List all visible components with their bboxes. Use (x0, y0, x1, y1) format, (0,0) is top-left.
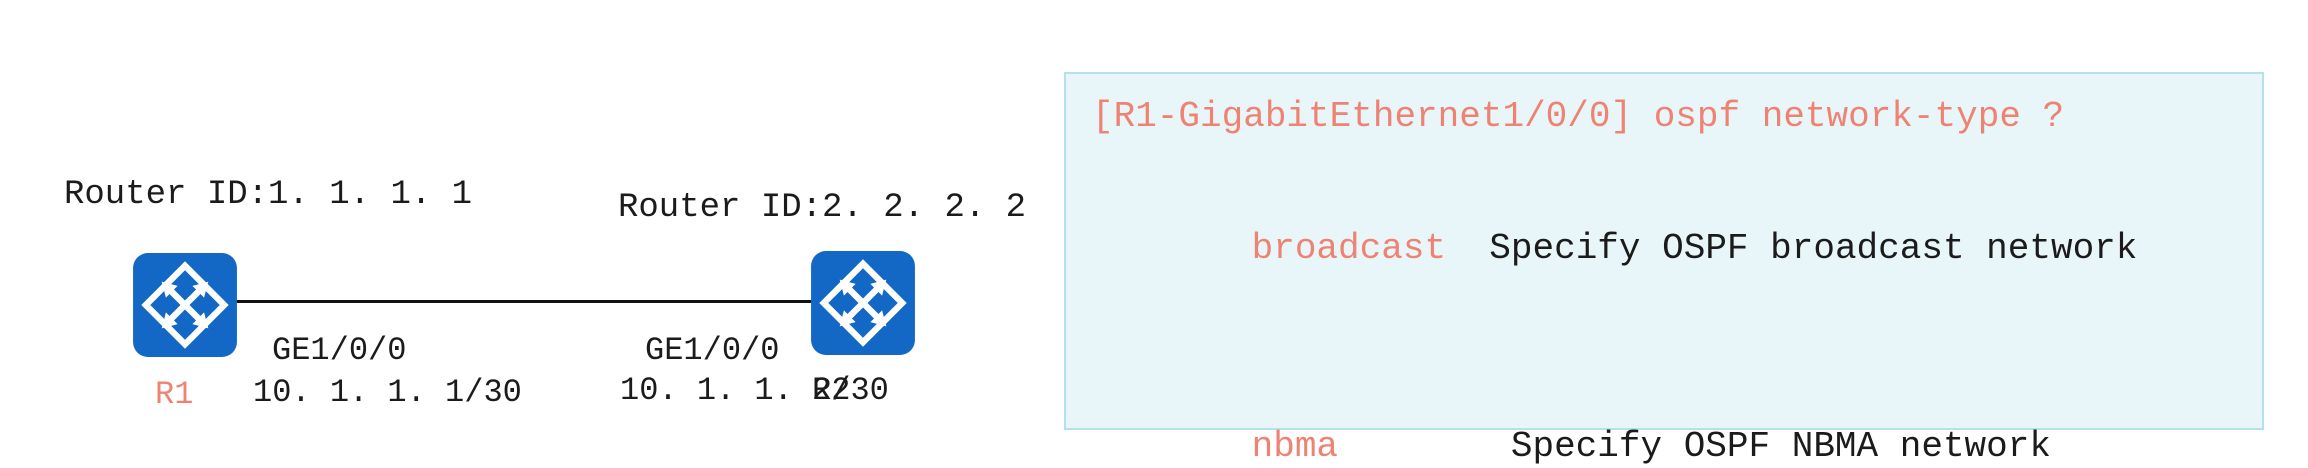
router-icon (811, 251, 915, 355)
router1-id-label: Router ID:1. 1. 1. 1 (64, 176, 473, 214)
console-panel: [R1-GigabitEthernet1/0/0] ospf network-t… (1064, 72, 2264, 467)
option-description: Specify OSPF NBMA network (1510, 426, 2051, 467)
console-option-row: nbma Specify OSPF NBMA network (1092, 348, 2262, 468)
option-keyword: broadcast (1251, 228, 1447, 269)
router2-ip-label: 10. 1. 1. 2/30 (620, 372, 889, 409)
option-keyword: nbma (1251, 426, 1339, 467)
link-line (190, 300, 870, 303)
console-prompt-line: [R1-GigabitEthernet1/0/0] ospf network-t… (1092, 96, 2065, 137)
option-gap (1338, 426, 1511, 467)
console-option-row: broadcast Specify OSPF broadcast network (1092, 150, 2262, 348)
router2-name-label: R2 (812, 372, 851, 409)
option-gap (1446, 228, 1489, 269)
router1-ip-label: 10. 1. 1. 1/30 (253, 374, 522, 411)
router-icon-r2 (810, 250, 916, 356)
router1-interface-label: GE1/0/0 (272, 332, 407, 369)
option-description: Specify OSPF broadcast network (1489, 228, 2138, 269)
router-icon (133, 253, 237, 357)
router1-name-label: R1 (155, 376, 194, 413)
router-icon-r1 (132, 252, 238, 358)
router2-id-label: Router ID:2. 2. 2. 2 (618, 189, 1027, 227)
router2-interface-label: GE1/0/0 (645, 332, 780, 369)
